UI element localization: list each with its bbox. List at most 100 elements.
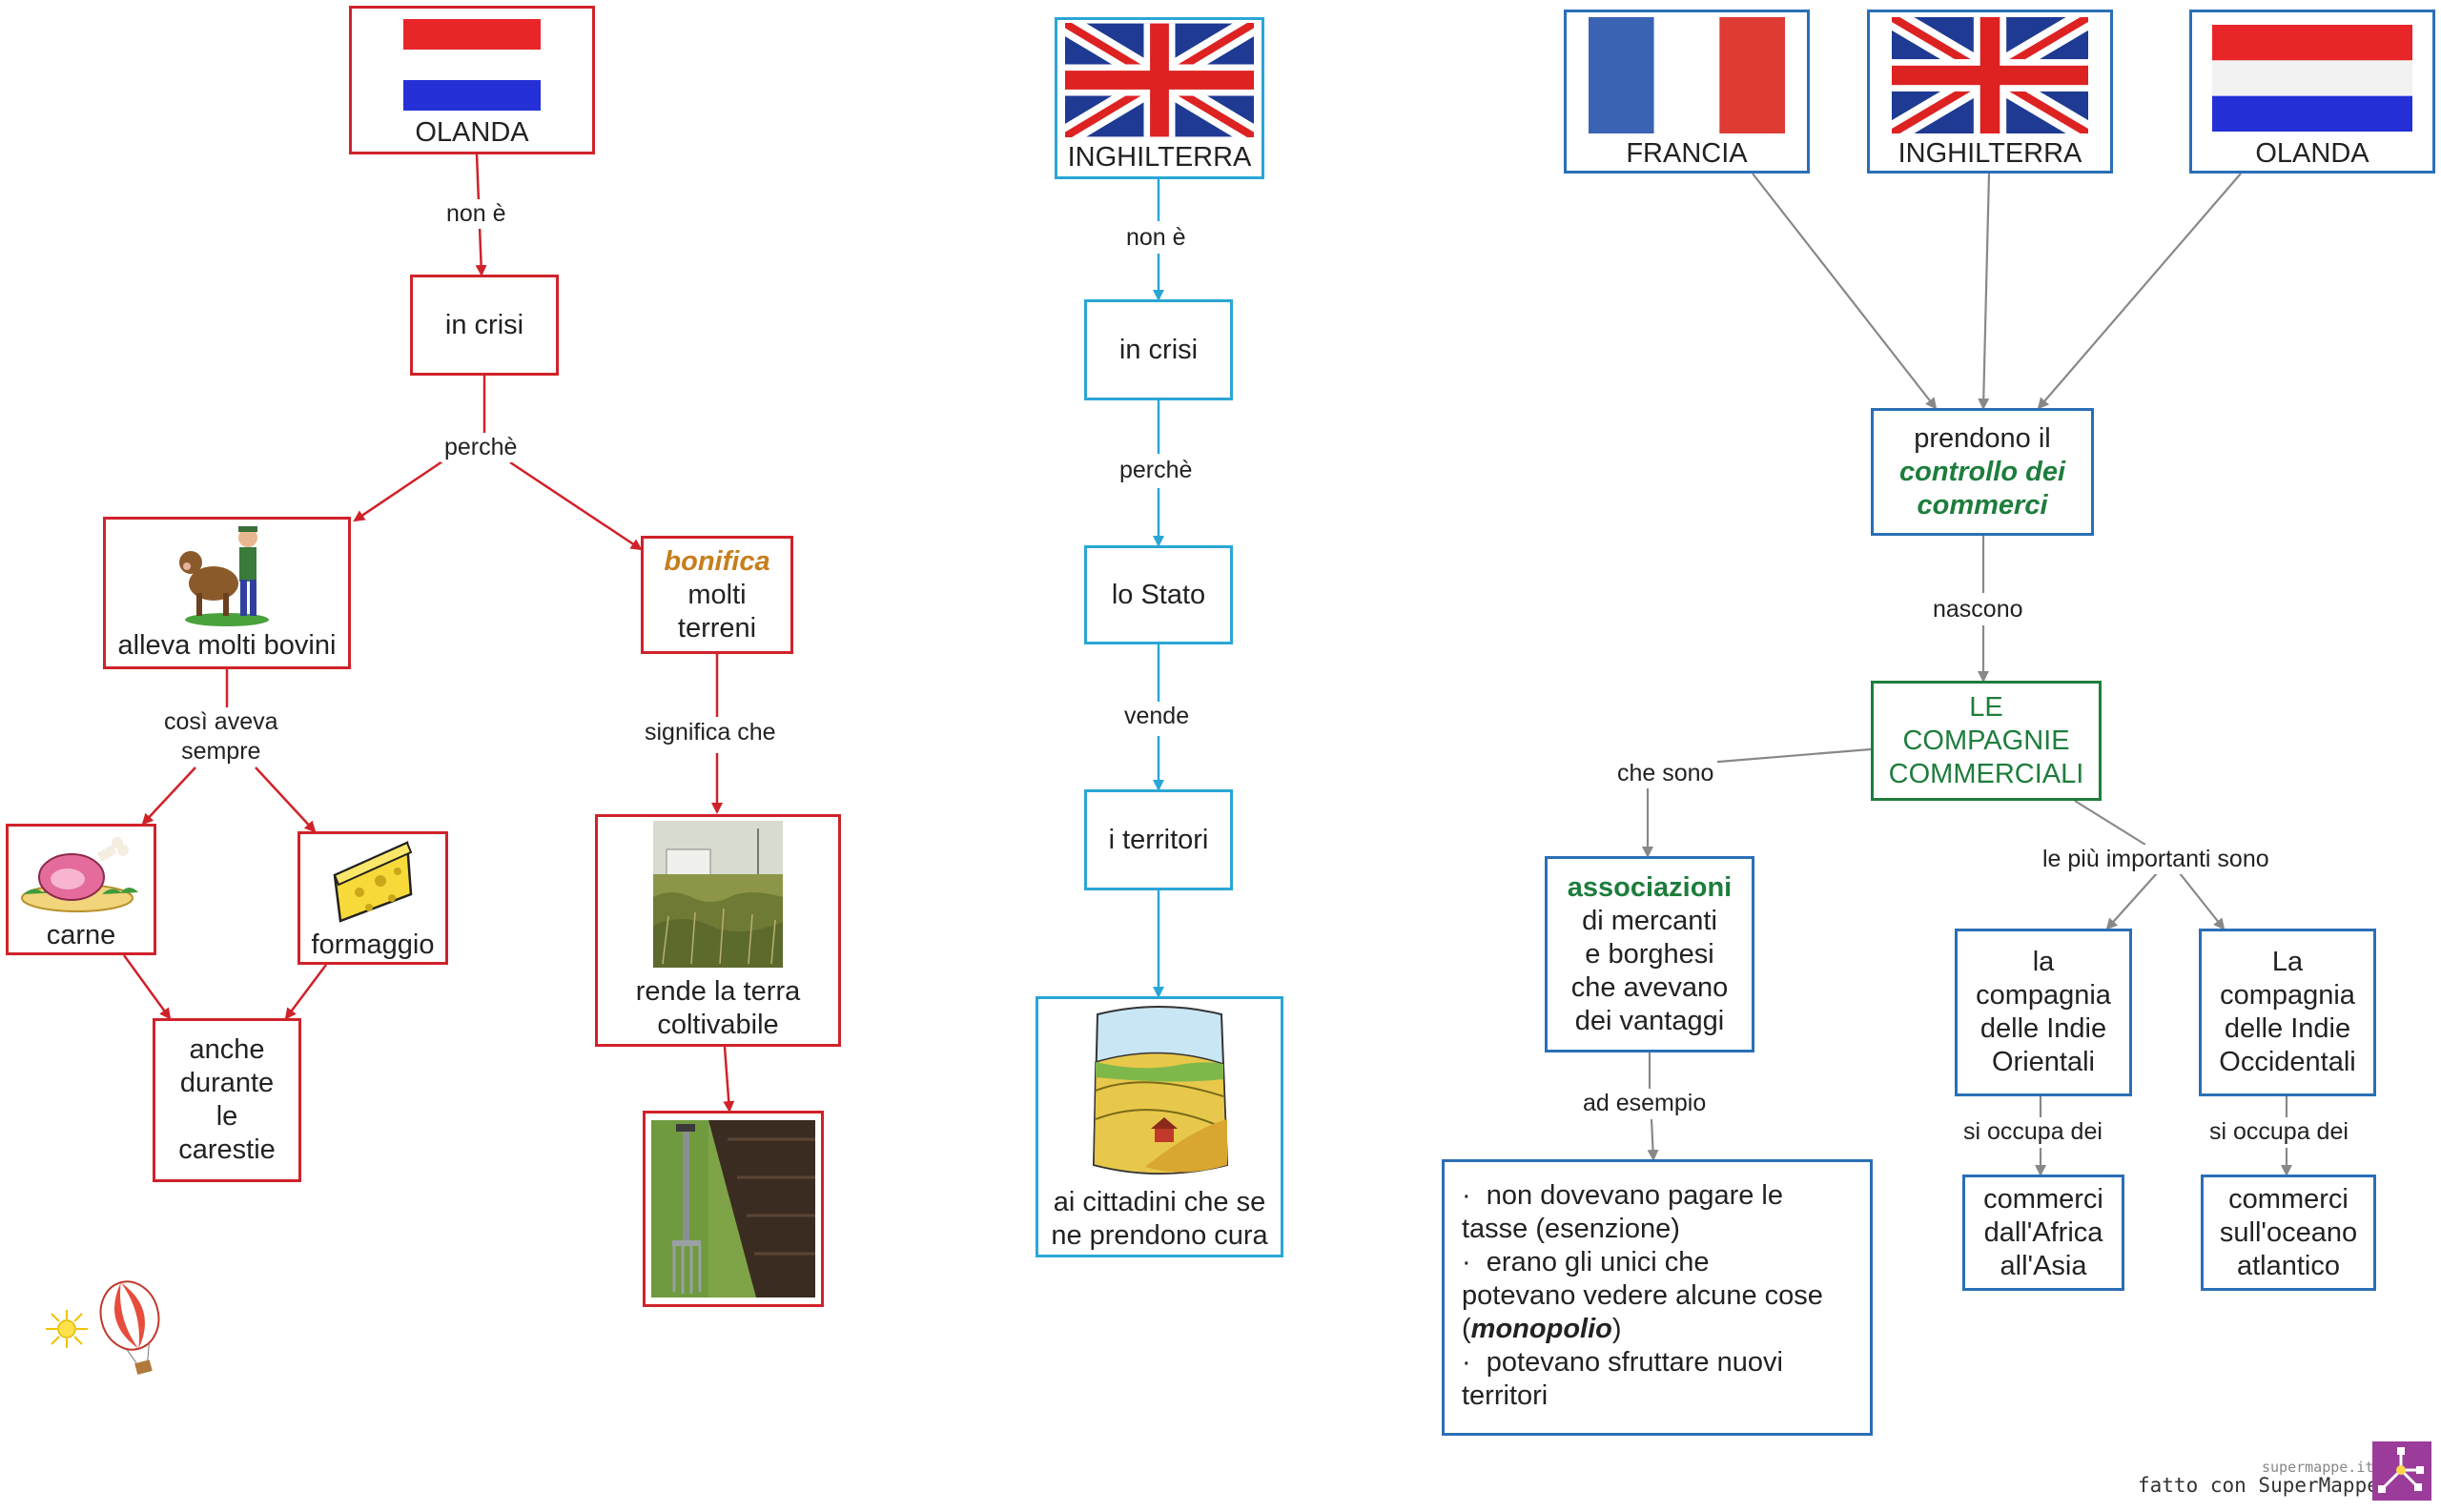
node-anche-l4: carestie [178, 1134, 276, 1165]
node-occid-l1: La [2271, 947, 2304, 977]
node-formaggio-label: formaggio [311, 930, 435, 960]
node-associazioni-l3: e borghesi [1585, 938, 1714, 970]
node-occid-l4: Occidentali [2219, 1047, 2356, 1077]
edge-label-cosi-aveva: così aveva sempre [160, 707, 282, 766]
node-africa-l3: all'Asia [2000, 1250, 2087, 1281]
edge-label-non-e-mid: non è [1122, 223, 1190, 253]
node-atlant-l2: sull'oceano [2219, 1216, 2358, 1248]
node-compagnie-l2: COMPAGNIE [1902, 725, 2070, 756]
node-in-crisi-mid-label: in crisi [1118, 334, 1199, 365]
node-rende-l2: coltivabile [657, 1010, 779, 1040]
node-indie-orientali: la compagnia delle Indie Orientali [1955, 929, 2132, 1096]
node-associazioni-l4: che avevano [1570, 971, 1729, 1003]
node-orient-l4: Orientali [1992, 1047, 2095, 1077]
farmer-cow-icon [179, 526, 269, 626]
node-compagnie-l1: LE [1969, 691, 2003, 723]
node-compagnie-l3: COMMERCIALI [1888, 758, 2084, 789]
list-item-monopolio-em: monopolio [1470, 1314, 1612, 1344]
node-inghilterra-center-label: INGHILTERRA [1067, 142, 1252, 173]
node-atlant-l3: atlantico [2236, 1250, 2340, 1281]
bullet-dot: · [1462, 1180, 1471, 1211]
node-cittadini-l2: ne prendono cura [1051, 1220, 1268, 1251]
list-item-1a: non dovevano pagare le [1486, 1180, 1783, 1211]
node-occid-l2: compagnia [2220, 980, 2355, 1011]
edge-label-si-occupa-occid: si occupa dei [2205, 1117, 2352, 1147]
node-africa-asia: commerci dall'Africa all'Asia [1962, 1175, 2124, 1291]
node-oceano-atlantico: commerci sull'oceano atlantico [2201, 1175, 2376, 1291]
node-associazioni-l5: dei vantaggi [1574, 1005, 1725, 1036]
bullet-dot: · [1462, 1247, 1471, 1277]
node-associazioni: associazioni di mercanti e borghesi che … [1545, 856, 1754, 1052]
edge-label-cosi-aveva-l2: sempre [181, 738, 261, 765]
pitchfork-soil-photo-icon [651, 1120, 815, 1297]
node-in-crisi-mid: in crisi [1084, 299, 1233, 400]
supermappe-logo-icon [2378, 1447, 2424, 1493]
edge-label-perche: perchè [441, 433, 522, 462]
paren-open: ( [1462, 1314, 1471, 1344]
node-rende-l1: rende la terra [635, 976, 801, 1007]
node-olanda-right: OLANDA [2189, 10, 2435, 174]
list-item-2a: erano gli unici che [1486, 1247, 1710, 1277]
uk-flag-icon [1065, 23, 1254, 137]
node-carne-label: carne [46, 920, 116, 950]
uk-flag-icon [1892, 17, 2088, 133]
node-indie-occidentali: La compagnia delle Indie Occidentali [2199, 929, 2376, 1096]
node-compagnie-commerciali: LE COMPAGNIE COMMERCIALI [1871, 681, 2102, 801]
list-item-2c: (monopolio) [1462, 1313, 1622, 1346]
france-flag-icon [1589, 17, 1785, 133]
right-edges [1642, 173, 2292, 1176]
node-anche-l1: anche [189, 1034, 265, 1065]
node-associazioni-em: associazioni [1567, 871, 1733, 903]
node-inghilterra-right-label: INGHILTERRA [1897, 138, 2082, 169]
node-prendono-em1: controllo dei [1899, 456, 2065, 487]
edge-label-vende: vende [1120, 702, 1194, 731]
node-cittadini-l1: ai cittadini che se [1053, 1187, 1266, 1217]
netherlands-flag-icon [2212, 25, 2412, 132]
node-olanda: OLANDA [349, 6, 595, 154]
list-item-territori: · potevano sfruttare nuovi [1462, 1346, 1783, 1379]
node-bonifica: bonifica molti terreni [641, 536, 793, 654]
node-alleva: alleva molti bovini [103, 517, 351, 669]
footer-made-with: fatto con SuperMappe [2138, 1474, 2379, 1497]
node-garden-photo [643, 1111, 824, 1307]
list-item-monopolio: · erano gli unici che [1462, 1246, 1710, 1279]
node-inghilterra-center: INGHILTERRA [1055, 17, 1264, 179]
list-item-3a: potevano sfruttare nuovi [1486, 1347, 1783, 1378]
node-i-territori: i territori [1084, 789, 1233, 890]
node-i-territori-label: i territori [1108, 824, 1209, 855]
node-anche-durante: anche durante le carestie [153, 1018, 301, 1182]
supermappe-logo [2372, 1441, 2431, 1501]
edge-label-nascono: nascono [1929, 595, 2027, 624]
node-olanda-label: OLANDA [415, 117, 529, 148]
netherlands-flag-icon [403, 19, 541, 111]
ham-icon [21, 837, 138, 912]
node-bonifica-line3: terreni [677, 612, 757, 644]
node-orient-l3: delle Indie [1979, 1013, 2107, 1044]
bullet-dot: · [1462, 1347, 1471, 1378]
node-anche-l3: le [215, 1101, 238, 1132]
list-item-esenzione: · non dovevano pagare le [1462, 1179, 1783, 1213]
edge-label-piu-importanti: le più importanti sono [2039, 845, 2273, 874]
edge-label-che-sono: che sono [1613, 759, 1718, 788]
node-francia: FRANCIA [1564, 10, 1810, 174]
node-carne: carne [6, 824, 156, 955]
node-formaggio: formaggio [297, 831, 448, 965]
node-lo-stato: lo Stato [1084, 545, 1233, 644]
edge-label-perche-mid: perchè [1116, 456, 1197, 485]
node-prendono-l1: prendono il [1914, 422, 2051, 454]
node-associazioni-l2: di mercanti [1582, 905, 1717, 936]
list-item-1b: tasse (esenzione) [1462, 1214, 1680, 1244]
node-occid-l3: delle Indie [2224, 1013, 2351, 1044]
node-in-crisi: in crisi [410, 275, 559, 376]
hot-air-balloon-icon [46, 1280, 160, 1375]
node-africa-l1: commerci [1983, 1183, 2103, 1215]
node-atlant-l1: commerci [2228, 1183, 2349, 1215]
footer-site: supermappe.it [2262, 1459, 2374, 1476]
field-photo-icon [653, 821, 783, 968]
node-alleva-label: alleva molti bovini [117, 630, 337, 661]
node-africa-l2: dall'Africa [1983, 1216, 2103, 1248]
node-cittadini: ai cittadini che se ne prendono cura [1036, 996, 1283, 1257]
node-prendono-controllo: prendono il controllo dei commerci [1871, 408, 2094, 536]
edge-label-non-e: non è [442, 199, 510, 229]
